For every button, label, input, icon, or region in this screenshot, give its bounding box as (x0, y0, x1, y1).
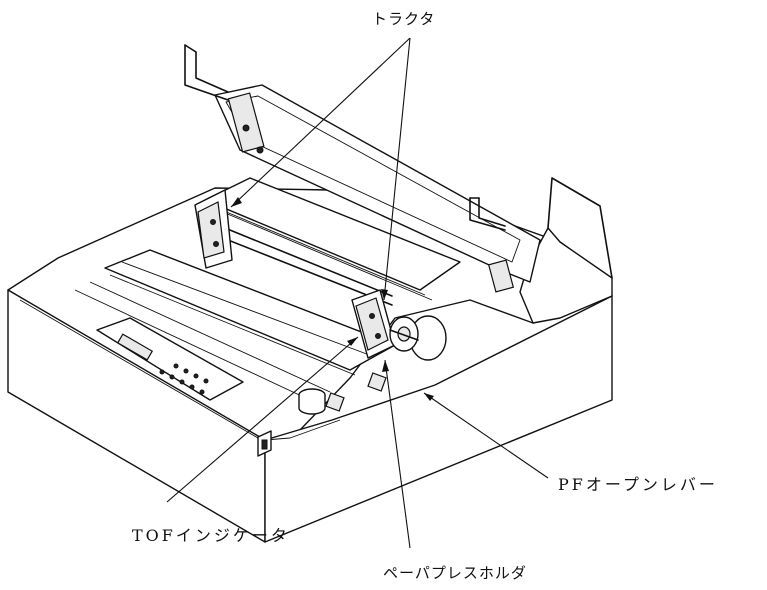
control-panel (96, 317, 244, 401)
label-tractor: トラクタ (372, 10, 436, 28)
platen-assembly (74, 177, 461, 401)
label-pf-open-lever: PFオープンレバー (558, 475, 718, 494)
paper-press-holder (298, 372, 387, 415)
label-paper-press-holder: ペーパプレスホルダ (383, 564, 527, 582)
label-tof-indicator: TOFインジケータ (132, 526, 290, 545)
leader-lines (166, 37, 549, 549)
rear-cover (184, 44, 541, 293)
right-tractor (351, 289, 396, 359)
platen-knob (389, 315, 447, 361)
left-tractor (194, 189, 233, 269)
power-switch (257, 430, 272, 457)
